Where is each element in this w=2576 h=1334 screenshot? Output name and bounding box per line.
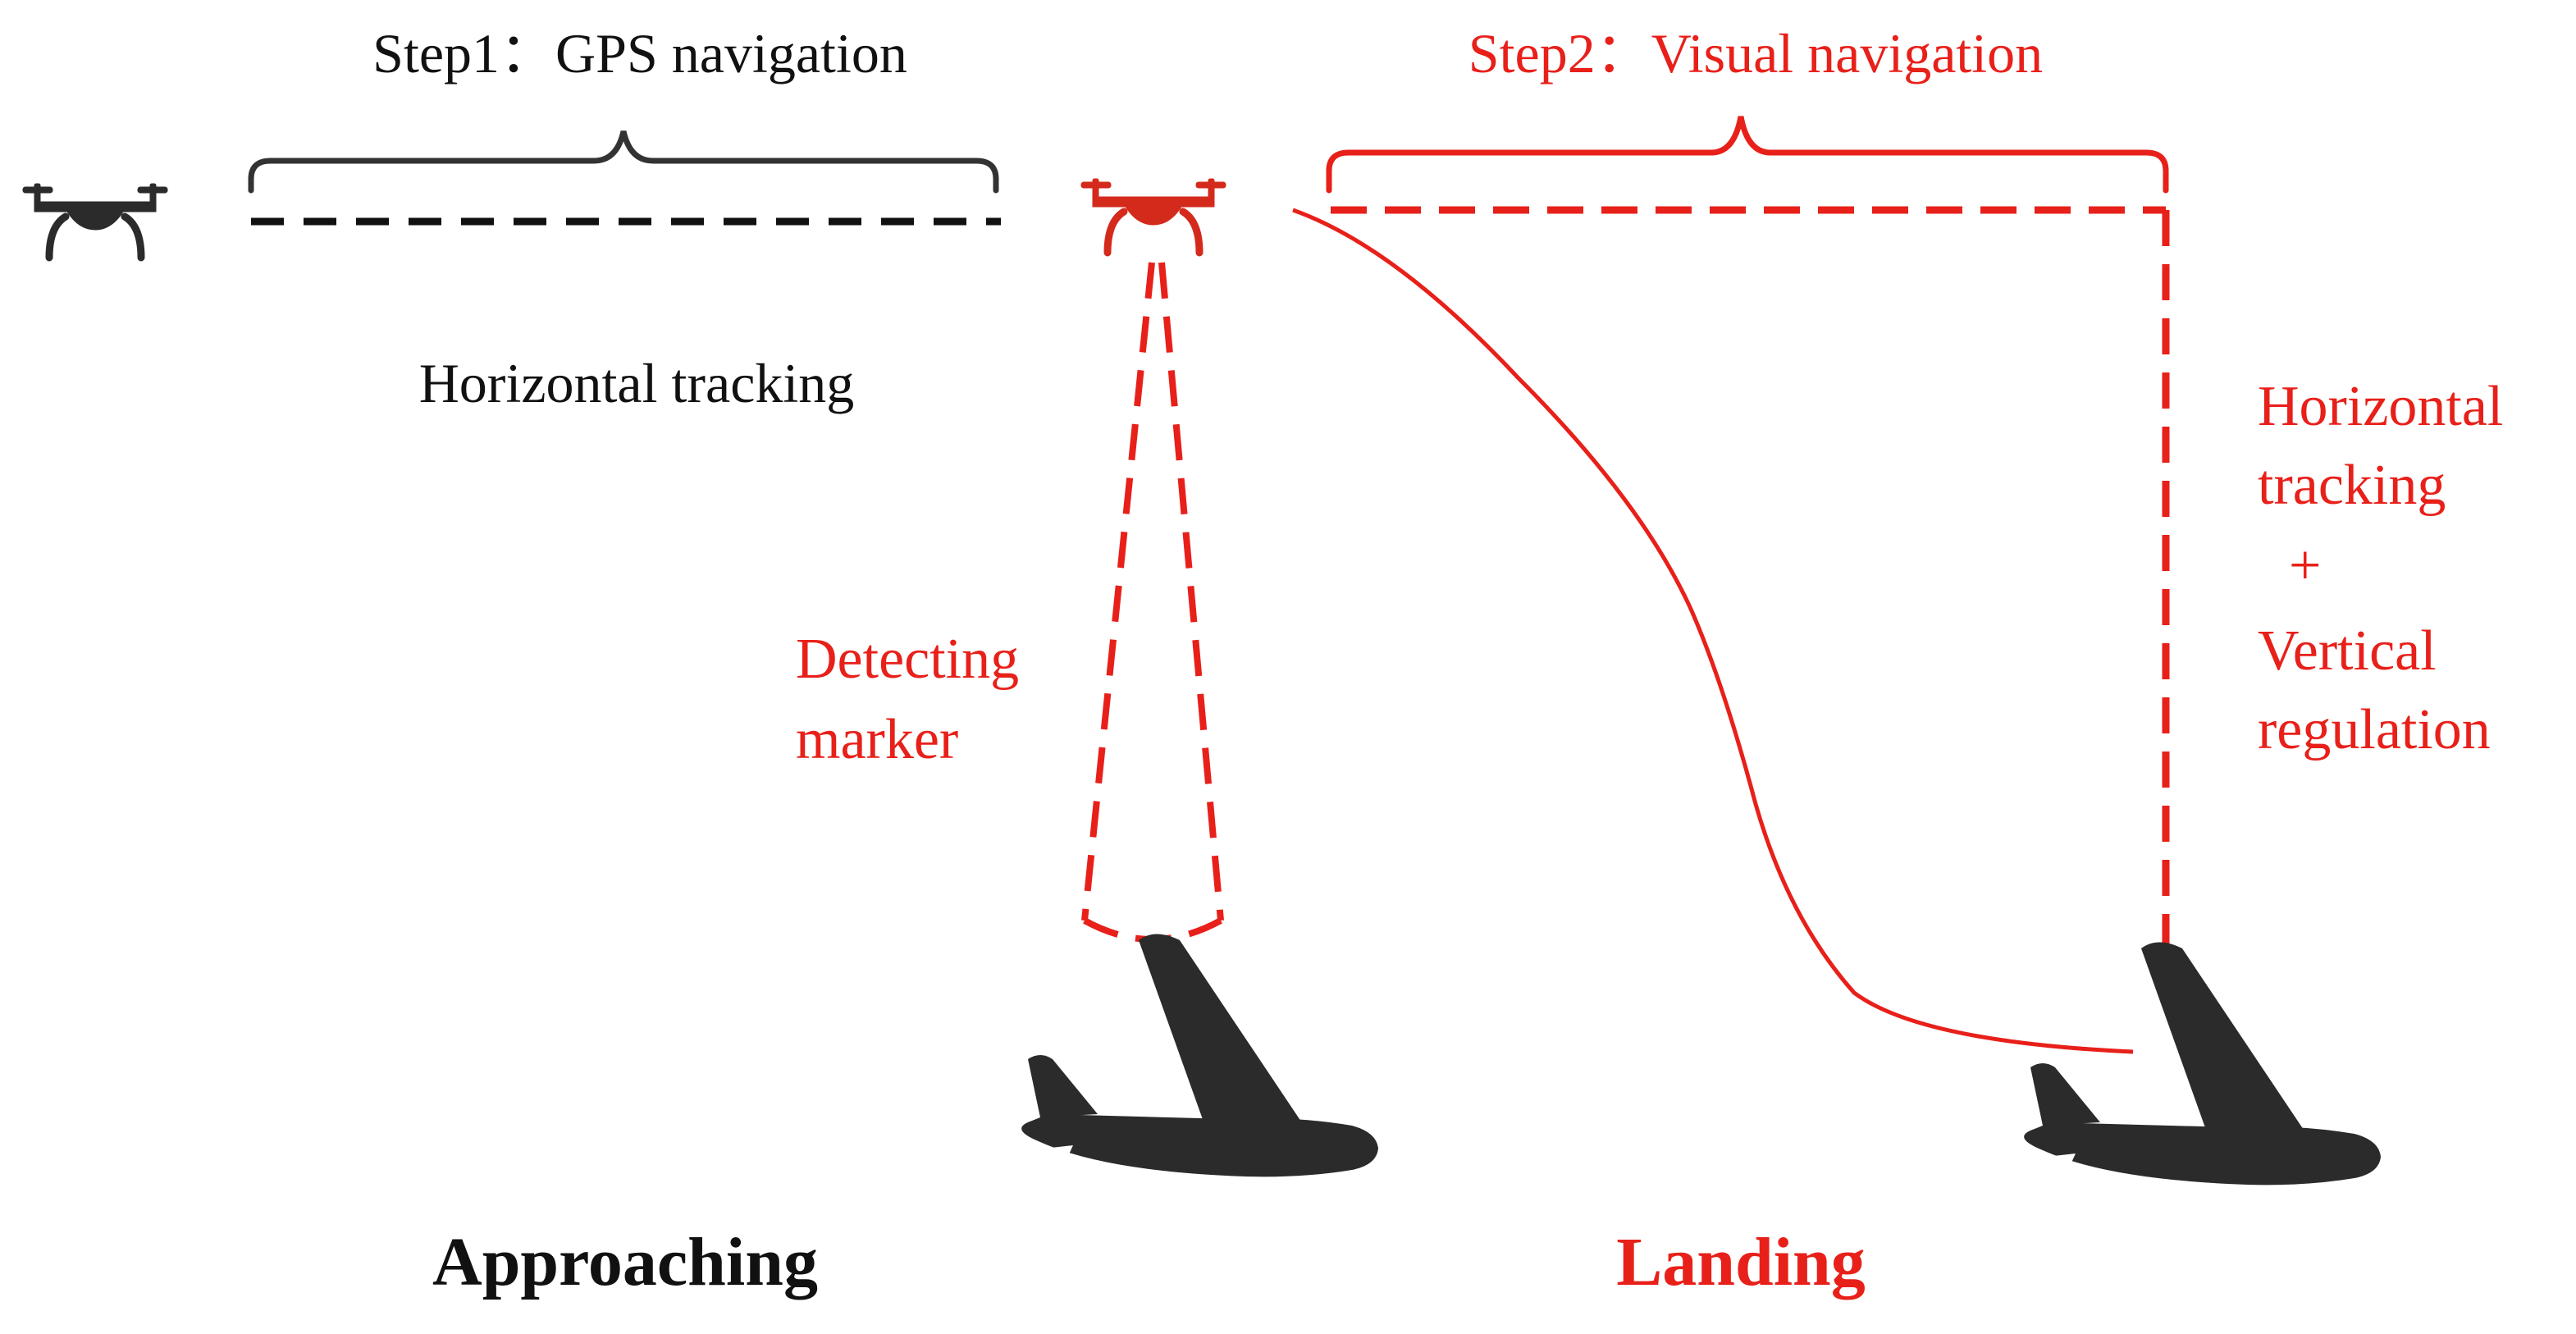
step1-subtitle: Horizontal tracking (419, 352, 855, 414)
step1-title: Step1：GPS navigation (372, 22, 907, 85)
regulation-line2: tracking (2258, 454, 2446, 517)
drone-start-icon (23, 184, 167, 258)
aircraft-landing-icon (2002, 942, 2381, 1186)
detect-label-line2: marker (796, 708, 958, 771)
drone-active-icon (1081, 179, 1226, 253)
phase-landing: Landing (1616, 1224, 1866, 1300)
regulation-line5: regulation (2258, 698, 2491, 761)
step1-brace (248, 130, 999, 194)
detect-label-line1: Detecting (796, 628, 1019, 691)
step2-title: Step2：Visual navigation (1468, 22, 2043, 85)
detection-cone (1081, 262, 1224, 921)
phase-approaching: Approaching (432, 1224, 818, 1300)
regulation-line3: + (2289, 534, 2321, 597)
step2-brace (1326, 116, 2169, 194)
regulation-line1: Horizontal (2258, 375, 2503, 438)
landing-trajectory (1292, 208, 2134, 1054)
regulation-line4: Vertical (2258, 619, 2437, 683)
aircraft-approach-icon (999, 934, 1378, 1177)
